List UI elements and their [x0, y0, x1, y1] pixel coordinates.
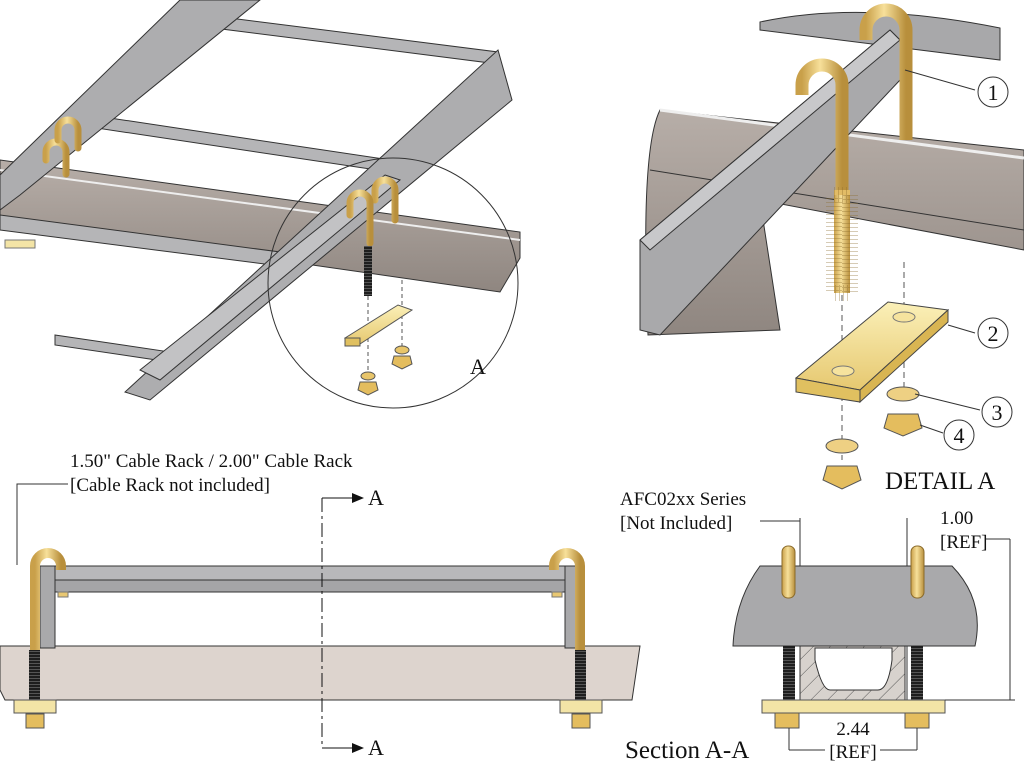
balloon-1: 1	[904, 69, 1009, 108]
washer-icon	[394, 345, 410, 355]
svg-text:1: 1	[988, 80, 999, 105]
j-bolt-tip	[781, 545, 796, 599]
bolt-thread	[826, 187, 858, 301]
channel-note-line2: [Not Included]	[620, 513, 732, 534]
j-bolt-tip	[910, 545, 925, 599]
clamp-plate-side	[859, 308, 949, 404]
hex-nut-icon	[25, 713, 45, 729]
section-marker-bottom: A	[368, 735, 384, 760]
rack-rung	[54, 334, 171, 363]
bolt-thread	[911, 646, 923, 701]
dim-width-ref: [REF]	[829, 742, 877, 763]
cable-rack-note-line2: [Cable Rack not included]	[70, 475, 270, 496]
rack-side-rail	[139, 174, 402, 381]
rack-rung-section	[732, 565, 978, 647]
detail-a-view: 1 2 3 4 DETAIL A	[639, 3, 1024, 495]
bolt-thread	[29, 650, 40, 710]
clamp-plate-edge	[344, 337, 361, 347]
svg-text:3: 3	[992, 400, 1003, 425]
dim-height-value: 1.00	[940, 508, 973, 529]
bolt-thread	[364, 246, 372, 296]
plate-hole	[831, 365, 855, 377]
channel-edge	[0, 169, 521, 241]
washer-icon	[360, 371, 376, 381]
rack-rung	[54, 579, 566, 593]
detail-a-title: DETAIL A	[885, 468, 995, 495]
clamp-plate	[794, 301, 950, 391]
dim-height-ref: [REF]	[940, 532, 988, 553]
dim-width-value: 2.44	[836, 719, 870, 740]
cable-rack-note-line1: 1.50" Cable Rack / 2.00" Cable Rack	[70, 451, 353, 472]
detail-callout-label: A	[470, 354, 486, 379]
hex-nut-icon	[391, 355, 413, 370]
clamp-plate	[559, 699, 603, 714]
channel-section	[799, 645, 906, 701]
j-bolt	[795, 3, 913, 195]
section-aa-view: AFC02xx Series [Not Included] 1.00 [REF]…	[620, 489, 1015, 764]
leader-line	[16, 483, 68, 565]
washer-icon	[825, 438, 859, 454]
svg-text:4: 4	[954, 423, 965, 448]
arrow-head-icon	[352, 743, 364, 753]
rung-tab	[551, 591, 563, 598]
bolt-thread	[575, 650, 586, 710]
j-bolt	[30, 548, 585, 650]
rung-tab	[57, 591, 69, 598]
hex-nut-icon	[883, 413, 923, 437]
section-aa-title: Section A-A	[625, 737, 749, 764]
rack-rung	[89, 114, 391, 173]
hex-nut-icon	[774, 712, 800, 729]
arrow-head-icon	[352, 493, 364, 503]
section-marker-top: A	[368, 485, 384, 510]
detail-callout-circle	[267, 157, 519, 409]
hex-nut-icon	[822, 465, 862, 490]
clamp-plate	[13, 699, 57, 714]
channel-note-line1: AFC02xx Series	[620, 489, 746, 510]
rack-rung	[54, 565, 566, 581]
balloon-3: 3	[914, 393, 1013, 428]
clamp-plate	[4, 239, 36, 249]
hex-nut-icon	[904, 712, 930, 729]
front-view: 1.50" Cable Rack / 2.00" Cable Rack [Cab…	[0, 451, 641, 760]
hex-nut-icon	[571, 713, 591, 729]
isometric-view: A	[0, 0, 521, 409]
washer-icon	[886, 386, 920, 402]
bolt-thread	[783, 646, 795, 701]
channel-strut	[0, 645, 641, 701]
rack-rung	[197, 13, 499, 65]
j-bolt	[42, 116, 399, 247]
plate-hole	[892, 311, 916, 323]
balloon-2: 2	[947, 317, 1009, 349]
rack-side-rail	[39, 565, 56, 649]
balloon-4: 4	[919, 419, 975, 451]
hex-nut-icon	[357, 381, 379, 396]
svg-text:2: 2	[988, 321, 999, 346]
channel-strut	[0, 159, 521, 293]
clamp-plate	[761, 699, 946, 714]
